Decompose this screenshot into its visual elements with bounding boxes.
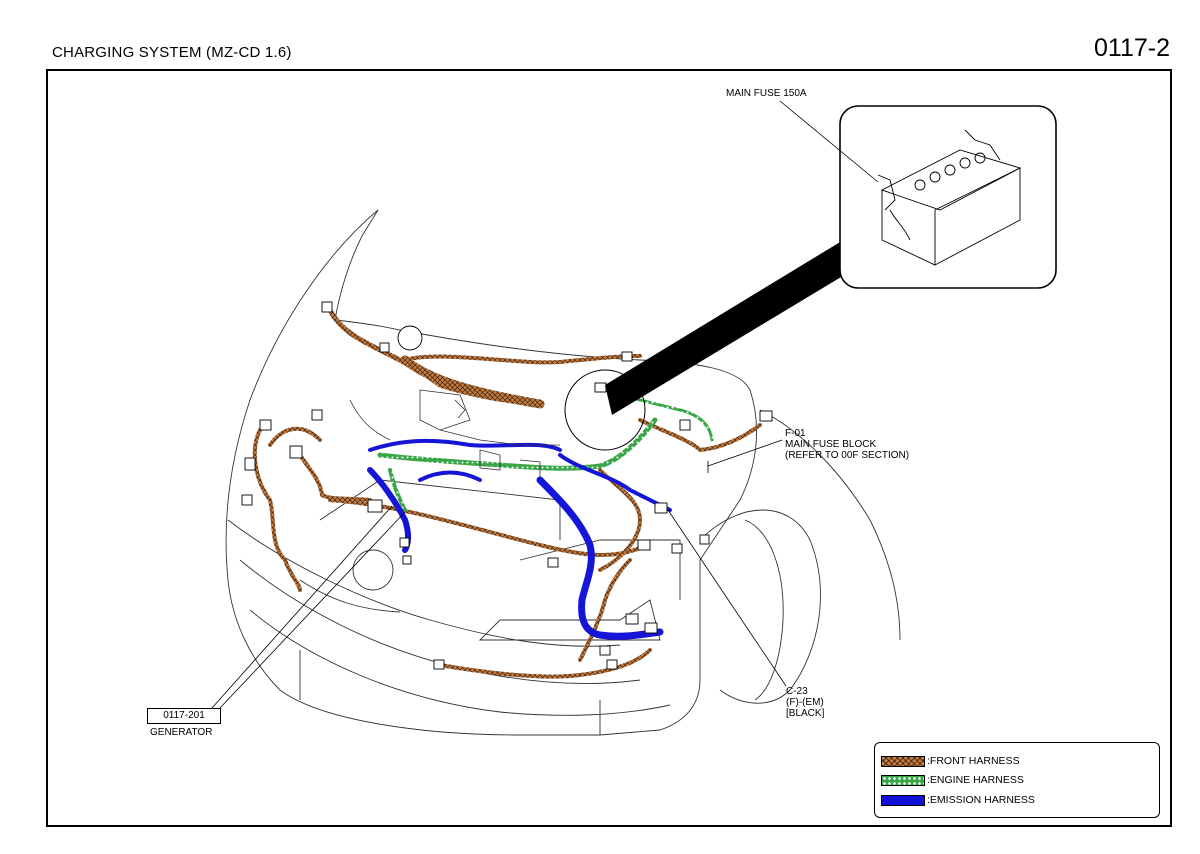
main-fuse-label: MAIN FUSE 150A bbox=[726, 88, 807, 99]
battery-inset bbox=[839, 105, 1057, 289]
emission-harness-swatch bbox=[881, 794, 925, 806]
generator-label: GENERATOR bbox=[150, 727, 213, 738]
connector-label: C-23 (F)-(EM) [BLACK] bbox=[786, 686, 825, 719]
generator-ref-box[interactable]: 0117-201 bbox=[147, 708, 221, 724]
fuse-block-highlight bbox=[564, 236, 866, 451]
legend-item-emission: :EMISSION HARNESS bbox=[881, 793, 1035, 807]
page-title: CHARGING SYSTEM (MZ-CD 1.6) bbox=[52, 44, 292, 61]
legend-label: :EMISSION HARNESS bbox=[927, 794, 1035, 806]
legend-label: :FRONT HARNESS bbox=[927, 755, 1020, 767]
engine-parts bbox=[349, 389, 560, 478]
harness-legend: :FRONT HARNESS :ENGINE HARNESS :EMISSION… bbox=[874, 742, 1160, 818]
legend-item-front: :FRONT HARNESS bbox=[881, 754, 1020, 768]
fuse-block-label: F-01 MAIN FUSE BLOCK (REFER TO 00F SECTI… bbox=[785, 428, 910, 461]
legend-label: :ENGINE HARNESS bbox=[927, 774, 1024, 786]
page-code: 0117-2 bbox=[1094, 34, 1170, 62]
engine-harness bbox=[377, 393, 714, 512]
front-harness-swatch bbox=[881, 755, 925, 767]
front-harness bbox=[252, 307, 762, 679]
leader-lines bbox=[211, 100, 879, 709]
diagram-frame bbox=[46, 69, 1172, 827]
engine-harness-swatch bbox=[881, 774, 925, 786]
legend-item-engine: :ENGINE HARNESS bbox=[881, 773, 1024, 787]
